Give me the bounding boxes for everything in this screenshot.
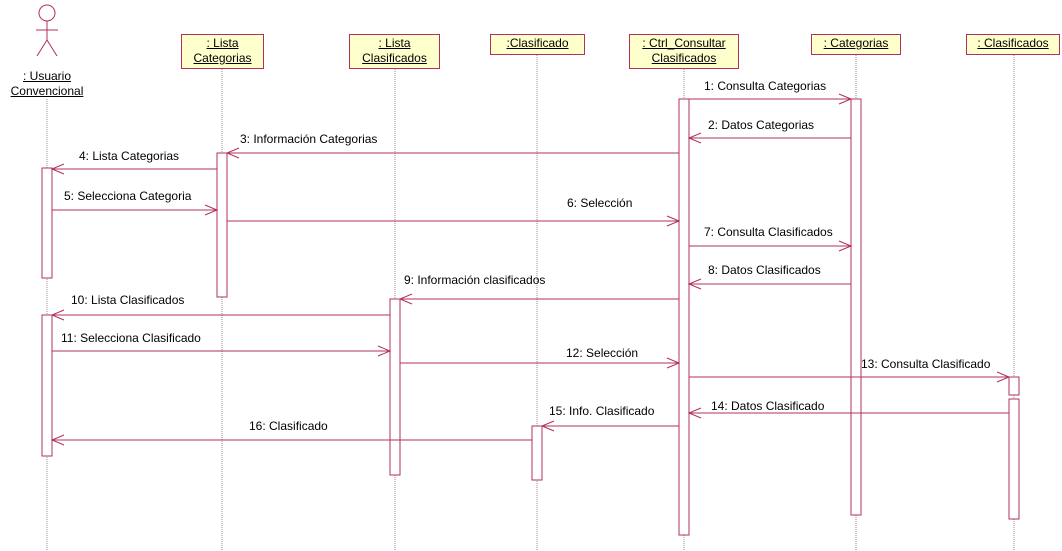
arrow-msg-13 (689, 371, 1011, 383)
message-label-15: 15: Info. Clasificado (549, 404, 655, 418)
message-label-14: 14: Datos Clasificado (711, 399, 825, 413)
lifelines (46, 55, 1015, 551)
message-label-10: 10: Lista Clasificados (71, 293, 185, 307)
arrow-msg-2 (687, 132, 851, 144)
object-lista-clasificados-line2: Clasificados (362, 51, 427, 65)
activation-clasificados-2 (1008, 398, 1020, 520)
arrow-msg-12 (400, 357, 681, 369)
arrow-msg-10 (50, 309, 390, 321)
activation-bars (41, 98, 1020, 536)
actor-usuario-label: : Usuario Convencional (3, 69, 91, 99)
message-label-1: 1: Consulta Categorias (704, 79, 827, 93)
message-label-6: 6: Selección (567, 196, 633, 210)
object-ctrl-line2: Clasificados (651, 51, 717, 65)
object-clasificado[interactable]: :Clasificado (490, 34, 585, 55)
message-label-11: 11: Selecciona Clasificado (61, 331, 201, 345)
message-label-12: 12: Selección (566, 346, 639, 360)
object-clasificados[interactable]: : Clasificados (966, 34, 1060, 55)
object-lista-categorias-line2: Categorias (193, 51, 252, 65)
activation-lista-clasificados (389, 298, 401, 476)
object-lista-clasificados-line1: : Lista (378, 36, 411, 50)
activation-usuario-1 (41, 167, 53, 279)
arrow-msg-9 (398, 293, 679, 305)
message-label-7: 7: Consulta Clasificados (704, 225, 833, 239)
message-label-8: 8: Datos Clasificados (708, 263, 821, 277)
activation-clasificados-1 (1008, 376, 1020, 396)
activation-clasificado (531, 425, 543, 481)
arrow-msg-1 (689, 93, 853, 105)
object-clasificado-line1: :Clasificado (506, 36, 569, 50)
message-label-9: 9: Información clasificados (404, 273, 546, 287)
activation-usuario-2 (41, 314, 53, 457)
activation-categorias (850, 98, 862, 516)
message-label-4: 4: Lista Categorias (79, 149, 180, 163)
object-categorias-line1: : Categorias (823, 36, 889, 50)
arrow-msg-7 (689, 240, 853, 252)
object-clasificados-line1: : Clasificados (977, 36, 1049, 50)
actor-stick-figure-icon (36, 4, 58, 57)
activation-lista-categorias (216, 152, 228, 298)
message-label-2: 2: Datos Categorias (708, 118, 815, 132)
message-label-5: 5: Selecciona Categoria (64, 189, 192, 203)
object-lista-categorias[interactable]: : Lista Categorias (181, 34, 264, 69)
actor-usuario-line1: : Usuario (22, 69, 72, 83)
message-arrows (50, 93, 1011, 446)
arrow-msg-5 (52, 204, 219, 216)
arrow-msg-15 (540, 420, 679, 432)
message-label-3: 3: Información Categorias (240, 132, 378, 146)
object-lista-clasificados[interactable]: : Lista Clasificados (349, 34, 440, 69)
object-categorias[interactable]: : Categorias (811, 34, 901, 55)
actor-usuario-line2: Convencional (10, 84, 84, 98)
object-lista-categorias-line1: : Lista (206, 36, 239, 50)
arrow-msg-14 (687, 407, 1009, 419)
arrow-msg-16 (50, 434, 532, 446)
arrow-msg-8 (687, 278, 851, 290)
message-label-13: 13: Consulta Clasificado (861, 357, 991, 371)
object-ctrl-line1: : Ctrl_Consultar (642, 36, 726, 50)
message-label-16: 16: Clasificado (249, 419, 328, 433)
arrow-msg-11 (52, 345, 392, 357)
arrow-msg-4 (50, 163, 217, 175)
arrow-msg-6 (227, 215, 681, 227)
activation-ctrl (678, 98, 690, 536)
object-ctrl-consultar[interactable]: : Ctrl_Consultar Clasificados (629, 34, 739, 69)
arrow-msg-3 (225, 147, 679, 159)
